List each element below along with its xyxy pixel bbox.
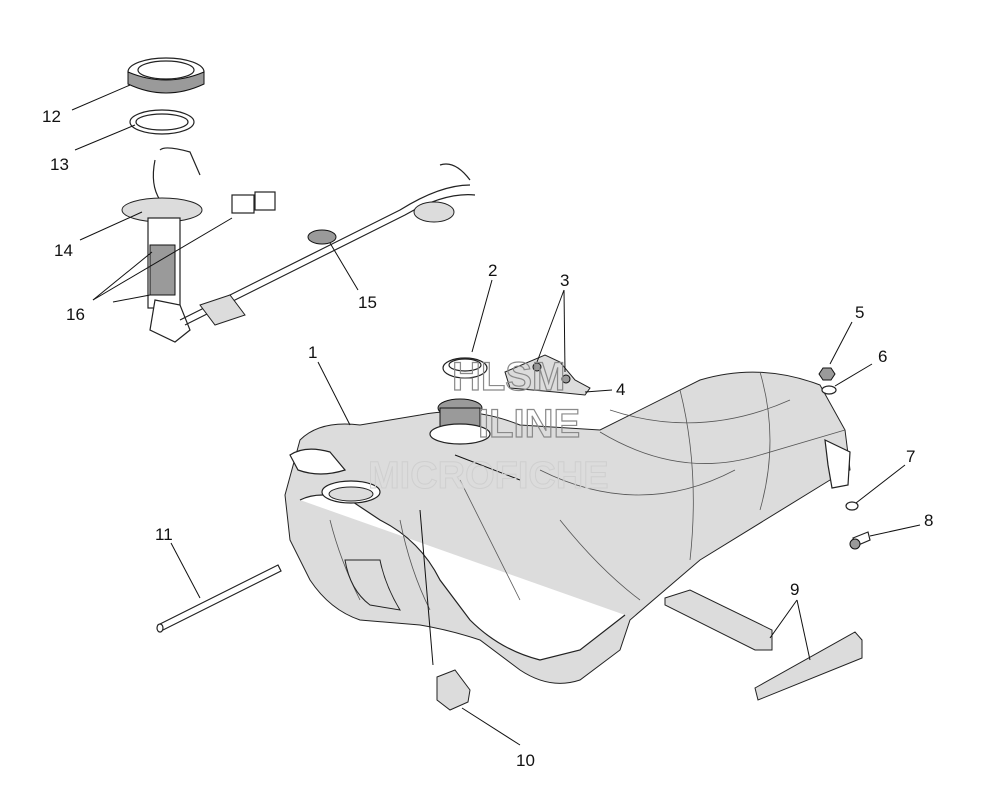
callout-4: 4 bbox=[616, 380, 625, 399]
locking-ring bbox=[442, 357, 488, 379]
callout-11: 11 bbox=[155, 525, 173, 544]
callout-9: 9 bbox=[790, 580, 799, 599]
callout-16: 16 bbox=[66, 305, 85, 324]
callout-1: 1 bbox=[308, 343, 317, 362]
watermark-line1: HLSM bbox=[452, 355, 565, 399]
callout-7: 7 bbox=[906, 447, 915, 466]
fuel-line-harness bbox=[179, 163, 476, 326]
fuel-pump-lock-ring bbox=[127, 57, 205, 94]
watermark-line3: MICROFICHE bbox=[368, 455, 609, 497]
fuel-pump-module bbox=[121, 147, 276, 343]
callout-8: 8 bbox=[924, 511, 933, 530]
callout-14: 14 bbox=[54, 241, 73, 260]
bumper-block bbox=[436, 669, 471, 711]
watermark: HLSM ILINE MICROFICHE bbox=[368, 354, 610, 497]
callout-labels: 1 2 3 4 5 6 7 8 9 10 11 12 13 14 15 16 bbox=[42, 107, 933, 770]
hardware bbox=[818, 367, 871, 550]
callout-2: 2 bbox=[488, 261, 497, 280]
pump-gasket bbox=[129, 109, 195, 135]
callout-6: 6 bbox=[878, 347, 887, 366]
callout-5: 5 bbox=[855, 303, 864, 322]
mounting-bracket bbox=[504, 354, 591, 396]
callout-13: 13 bbox=[50, 155, 69, 174]
fuel-tank bbox=[284, 371, 851, 684]
callout-15: 15 bbox=[358, 293, 377, 312]
watermark-line2: ILINE bbox=[478, 402, 580, 446]
leader-lines bbox=[71, 84, 921, 746]
callout-3: 3 bbox=[560, 271, 569, 290]
tank-pads bbox=[664, 589, 863, 701]
vent-tube bbox=[156, 564, 282, 633]
callout-12: 12 bbox=[42, 107, 61, 126]
callout-10: 10 bbox=[516, 751, 535, 770]
